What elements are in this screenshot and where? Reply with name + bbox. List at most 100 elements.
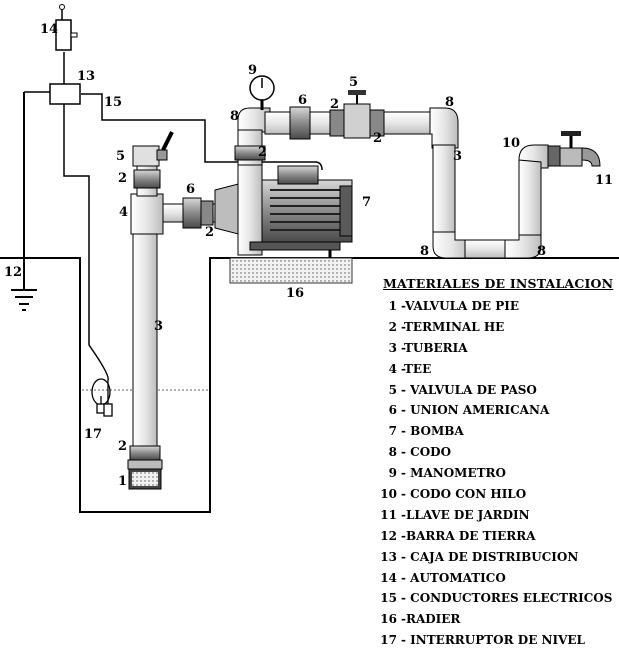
terminal-pump-top xyxy=(234,145,266,161)
legend-item: 2-TERMINAL HE xyxy=(377,317,612,338)
legend-item: 6 - UNION AMERICANA xyxy=(377,400,612,421)
legend-item-number: 7 xyxy=(388,424,397,439)
terminal-top-right xyxy=(369,109,385,137)
callout-6-top: 6 xyxy=(298,93,307,108)
callout-12: 12 xyxy=(4,265,22,280)
callout-8-bottom-right: 8 xyxy=(537,244,546,259)
legend-item-number: 13 xyxy=(380,549,397,564)
terminal-left-upper xyxy=(133,169,161,189)
legend-item-text: -TEE xyxy=(401,361,432,376)
legend-item: 4 -TEE xyxy=(377,359,612,380)
legend-item-text: -LLAVE DE JARDIN xyxy=(401,507,530,522)
legend-item-text: - CODO xyxy=(401,445,452,460)
legend-item: 12 -BARRA DE TIERRA xyxy=(377,526,612,547)
terminal-low xyxy=(129,445,161,461)
valve-top xyxy=(343,90,371,139)
callout-2-top-right: 2 xyxy=(373,131,382,146)
legend-item-text: - INTERRUPTOR DE NIVEL xyxy=(401,633,585,648)
callout-11: 11 xyxy=(595,173,613,188)
legend-item: 10 - CODO CON HILO xyxy=(377,484,612,505)
legend-item-text: - MANOMETRO xyxy=(401,466,506,481)
legend-item: 3 -TUBERIA xyxy=(377,338,612,359)
callout-6-mid: 6 xyxy=(186,182,195,197)
rising-pipe-right xyxy=(518,159,542,236)
electrical-conductors xyxy=(24,20,323,381)
callout-2-low: 2 xyxy=(118,439,127,454)
callout-8-bottom-left: 8 xyxy=(420,244,429,259)
legend-item-text: -TUBERIA xyxy=(401,340,468,355)
legend-item-number: 6 xyxy=(388,403,397,418)
legend-title: MATERIALES DE INSTALACION xyxy=(383,276,614,291)
legend-item-number: 4 xyxy=(388,361,397,376)
legend-item-number: 2 xyxy=(388,319,397,334)
level-switch xyxy=(91,378,113,417)
ground-bar-symbol xyxy=(11,92,37,311)
legend-item: 15 - CONDUCTORES ELECTRICOS xyxy=(377,588,612,609)
legend-item-number: 14 xyxy=(380,570,397,585)
legend-item: 9 - MANOMETRO xyxy=(377,463,612,484)
legend-item-number: 1 xyxy=(388,299,397,313)
pump xyxy=(214,162,353,258)
suction-pipe xyxy=(132,233,158,455)
callout-2-mid: 2 xyxy=(205,225,214,240)
elbow-bottom-left xyxy=(432,231,471,259)
garden-tap xyxy=(547,131,601,167)
legend-item-text: -BARRA DE TIERRA xyxy=(401,528,536,543)
callout-9: 9 xyxy=(248,63,257,78)
radier-slab xyxy=(229,257,353,284)
legend-item: 8 - CODO xyxy=(377,442,612,463)
callout-2-left-upper: 2 xyxy=(118,171,127,186)
callout-8-top-right: 8 xyxy=(445,95,454,110)
legend-item-number: 11 xyxy=(380,507,397,522)
legend-item-number: 9 xyxy=(388,466,397,481)
legend-item: 5 - VALVULA DE PASO xyxy=(377,380,612,401)
legend-item-number: 10 xyxy=(380,487,397,502)
callout-3-right: 3 xyxy=(453,149,462,164)
terminal-top-left xyxy=(329,109,345,137)
automatic-switch xyxy=(55,4,78,51)
legend-item: 11 -LLAVE DE JARDIN xyxy=(377,505,612,526)
foot-valve xyxy=(127,459,163,490)
legend-item-number: 8 xyxy=(388,445,397,460)
legend-item-number: 5 xyxy=(388,382,397,397)
legend-item-text: - CODO CON HILO xyxy=(401,487,527,502)
union-top xyxy=(289,106,311,140)
legend-item: 13 - CAJA DE DISTRIBUCION xyxy=(377,547,612,568)
callout-2-pump-top: 2 xyxy=(258,145,267,160)
callout-7: 7 xyxy=(362,195,371,210)
callout-5-left: 5 xyxy=(116,149,125,164)
legend-item-number: 15 xyxy=(380,591,397,606)
terminal-mid xyxy=(200,200,214,226)
callout-4: 4 xyxy=(119,205,128,220)
legend-item-number: 12 xyxy=(380,528,397,543)
callout-15: 15 xyxy=(104,95,122,110)
legend-item-text: - CONDUCTORES ELECTRICOS xyxy=(401,591,613,606)
tee-fitting xyxy=(130,193,164,235)
elbow-top-right xyxy=(429,107,459,149)
callout-14: 14 xyxy=(40,22,58,37)
legend-item-text: - UNION AMERICANA xyxy=(401,403,550,418)
callout-10: 10 xyxy=(502,136,520,151)
callout-1: 1 xyxy=(118,474,127,489)
legend-item: 1 -VALVULA DE PIE xyxy=(377,296,612,317)
legend-item-number: 3 xyxy=(388,340,397,355)
discharge-right-pipe xyxy=(432,144,456,238)
legend-item-text: -VALVULA DE PIE xyxy=(401,299,520,313)
legend-item-text: - VALVULA DE PASO xyxy=(401,382,537,397)
legend-item-text: - CAJA DE DISTRIBUCION xyxy=(401,549,579,564)
legend-item: 17- INTERRUPTOR DE NIVEL xyxy=(377,630,612,651)
threaded-elbow xyxy=(518,144,549,169)
legend-item-number: 16 xyxy=(380,612,397,627)
callout-3-left: 3 xyxy=(154,319,163,334)
union-mid xyxy=(182,197,202,229)
bottom-pipe xyxy=(464,239,511,259)
legend-item: 16-RADIER xyxy=(377,609,612,630)
callout-8-top: 8 xyxy=(230,109,239,124)
legend-item-text: - BOMBA xyxy=(401,424,464,439)
legend-item: 7 - BOMBA xyxy=(377,421,612,442)
legend-item-text: - AUTOMATICO xyxy=(401,570,506,585)
callout-2-top: 2 xyxy=(330,97,339,112)
valve-left xyxy=(132,131,174,167)
manometer xyxy=(249,75,275,110)
